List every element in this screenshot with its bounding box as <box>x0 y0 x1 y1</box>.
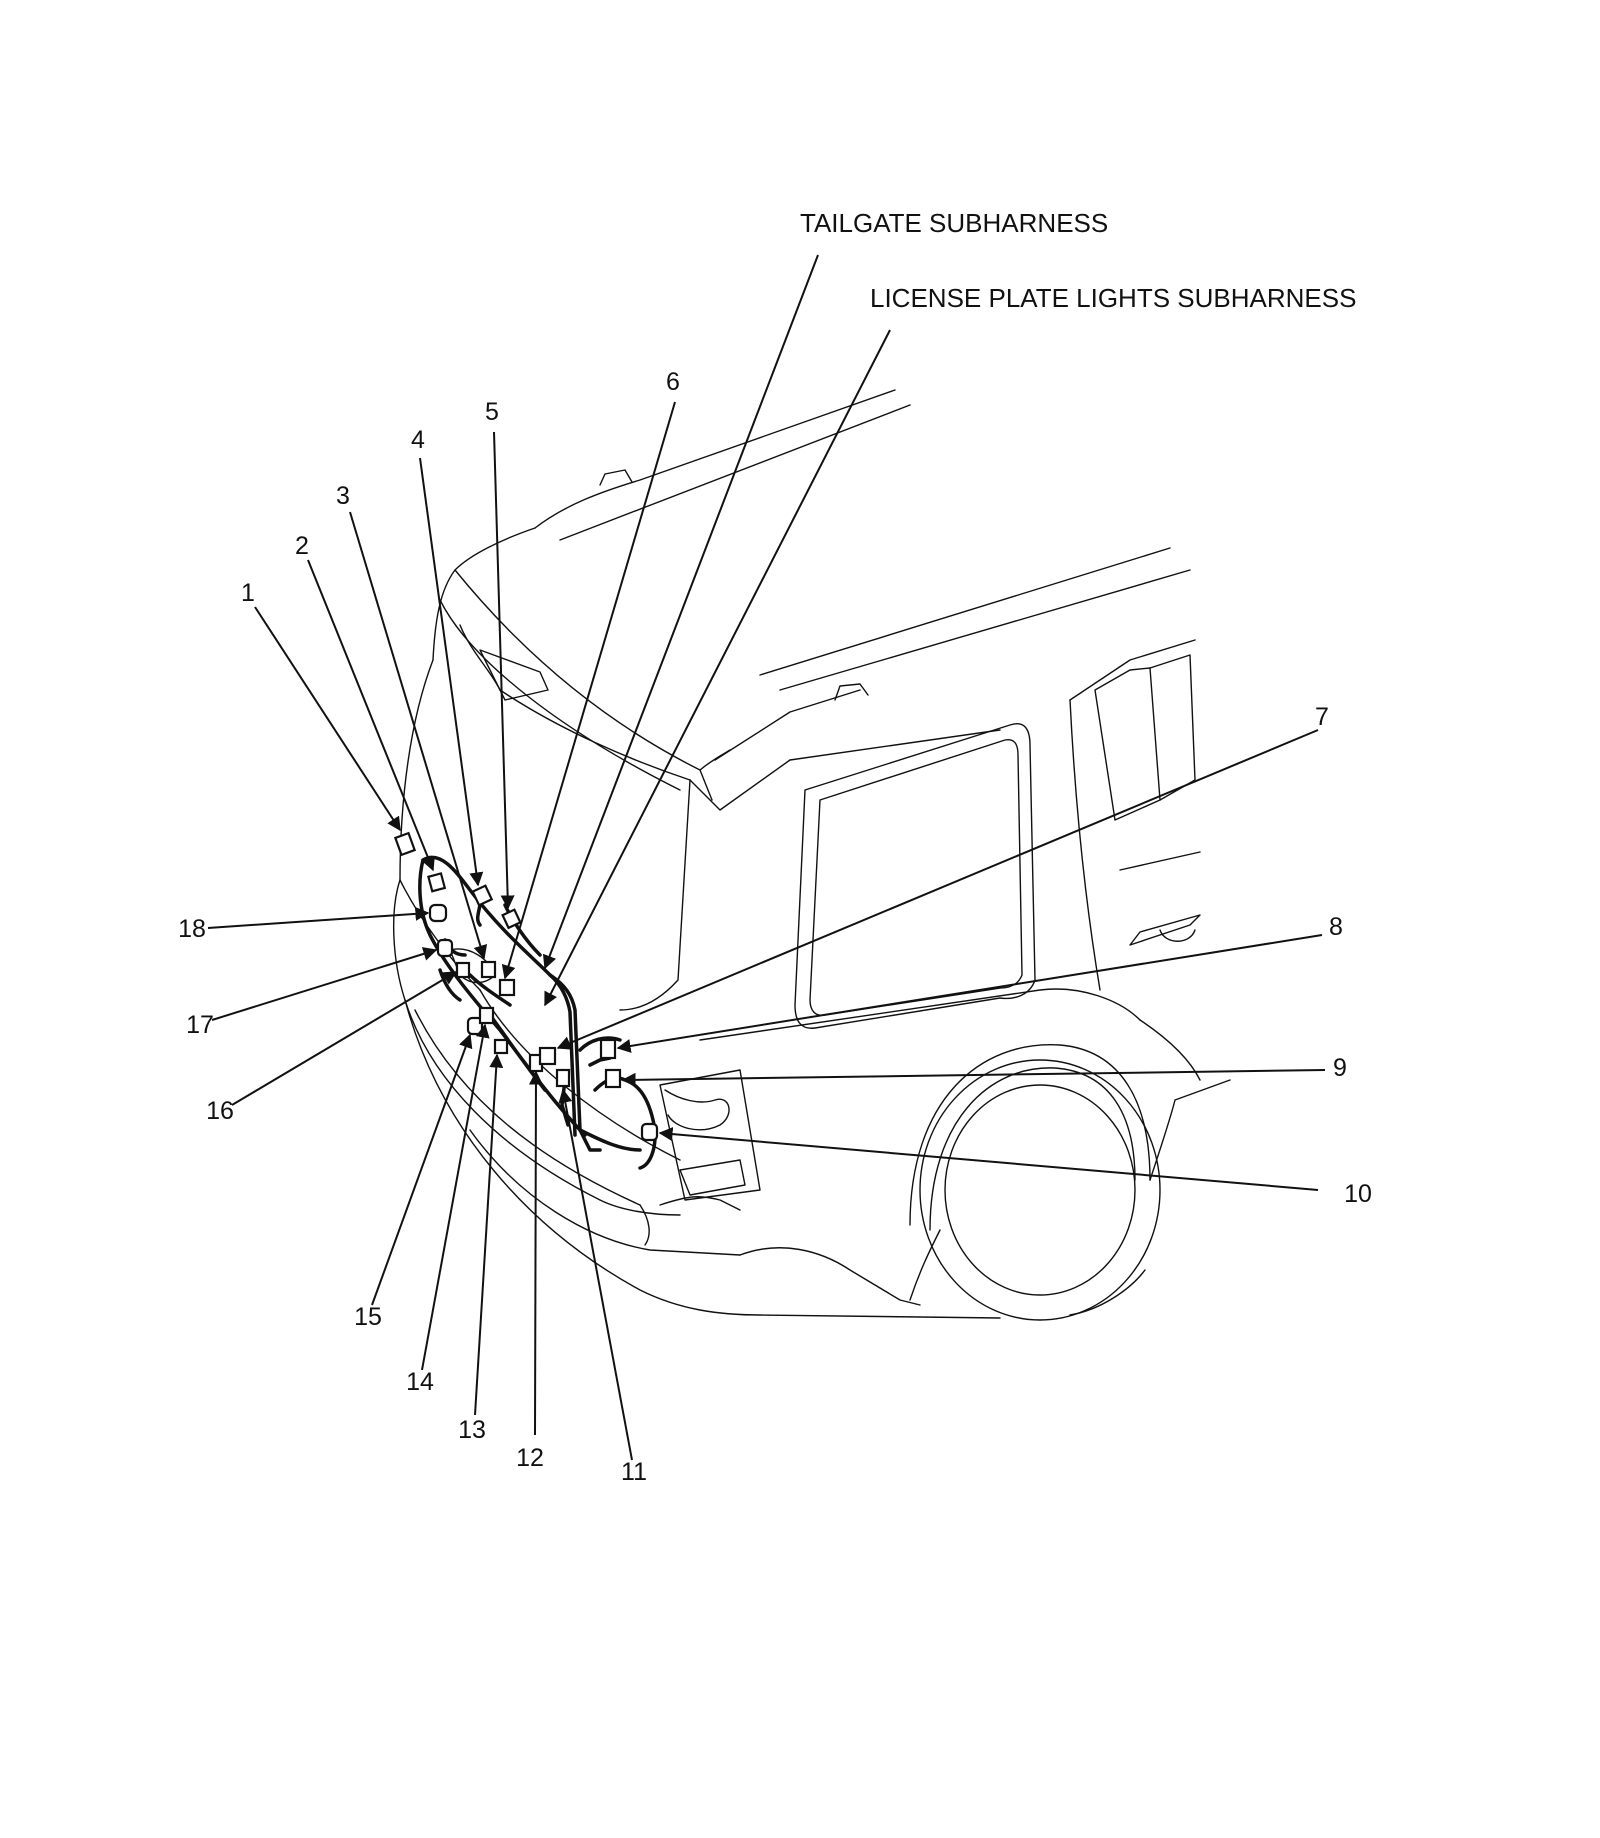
leader-17 <box>211 947 438 1021</box>
leader-license <box>544 329 891 1007</box>
leader-15 <box>371 1033 473 1306</box>
leader-1 <box>254 606 401 832</box>
leader-18 <box>207 906 430 929</box>
callout-8: 8 <box>1329 913 1343 941</box>
callout-9: 9 <box>1333 1054 1347 1082</box>
leader-8 <box>616 934 1323 1053</box>
connector-6 <box>498 978 516 997</box>
leader-9 <box>621 1069 1326 1087</box>
callout-4: 4 <box>411 426 425 454</box>
leader-7 <box>556 729 1319 1050</box>
callout-2: 2 <box>295 532 309 560</box>
callout-15: 15 <box>354 1303 382 1331</box>
connector-1 <box>393 831 417 857</box>
leader-16 <box>231 971 458 1106</box>
callout-18: 18 <box>178 915 206 943</box>
connector-16 <box>455 961 471 979</box>
connector-9 <box>604 1068 622 1089</box>
callout-10: 10 <box>1344 1180 1372 1208</box>
connector-11 <box>555 1068 571 1088</box>
leader-5 <box>493 431 515 910</box>
connector-3 <box>480 960 497 979</box>
callout-12: 12 <box>516 1444 544 1472</box>
callout-3: 3 <box>336 482 350 510</box>
connector-7 <box>538 1046 557 1066</box>
callout-1: 1 <box>241 579 255 607</box>
leader-4 <box>419 457 484 887</box>
tailgate-subharness-label: TAILGATE SUBHARNESS <box>800 208 1108 238</box>
vehicle-outline <box>392 389 1231 1321</box>
leader-lines <box>207 254 1326 1461</box>
leader-11 <box>558 1088 633 1461</box>
connector-18 <box>428 903 448 923</box>
leader-2 <box>307 559 435 872</box>
subharness-labels: TAILGATE SUBHARNESS LICENSE PLATE LIGHTS… <box>800 208 1356 313</box>
wire-harness <box>418 855 657 1170</box>
leader-14 <box>421 1023 490 1371</box>
callout-16: 16 <box>206 1097 234 1125</box>
callout-7: 7 <box>1315 703 1329 731</box>
connector-2 <box>427 872 447 893</box>
leader-13 <box>474 1053 504 1416</box>
connector-17 <box>436 938 454 958</box>
leader-10 <box>658 1127 1319 1191</box>
connector-13 <box>493 1038 509 1055</box>
leader-tailgate <box>542 254 819 970</box>
connectors <box>393 831 659 1142</box>
leader-6 <box>501 401 676 980</box>
callout-numbers: 1 2 3 4 5 6 7 8 9 10 11 12 13 14 15 16 1… <box>178 368 1372 1486</box>
callout-6: 6 <box>666 368 680 396</box>
callout-11: 11 <box>621 1458 647 1486</box>
connector-14 <box>478 1006 495 1025</box>
callout-14: 14 <box>406 1368 434 1396</box>
connector-8 <box>599 1038 617 1060</box>
leader-12 <box>528 1070 543 1436</box>
callout-17: 17 <box>186 1011 214 1039</box>
callout-5: 5 <box>485 398 499 426</box>
connector-10 <box>640 1122 659 1142</box>
license-plate-lights-subharness-label: LICENSE PLATE LIGHTS SUBHARNESS <box>870 283 1356 313</box>
connector-4 <box>471 884 494 907</box>
connector-5 <box>501 908 522 930</box>
leader-3 <box>349 511 488 960</box>
callout-13: 13 <box>458 1416 486 1444</box>
